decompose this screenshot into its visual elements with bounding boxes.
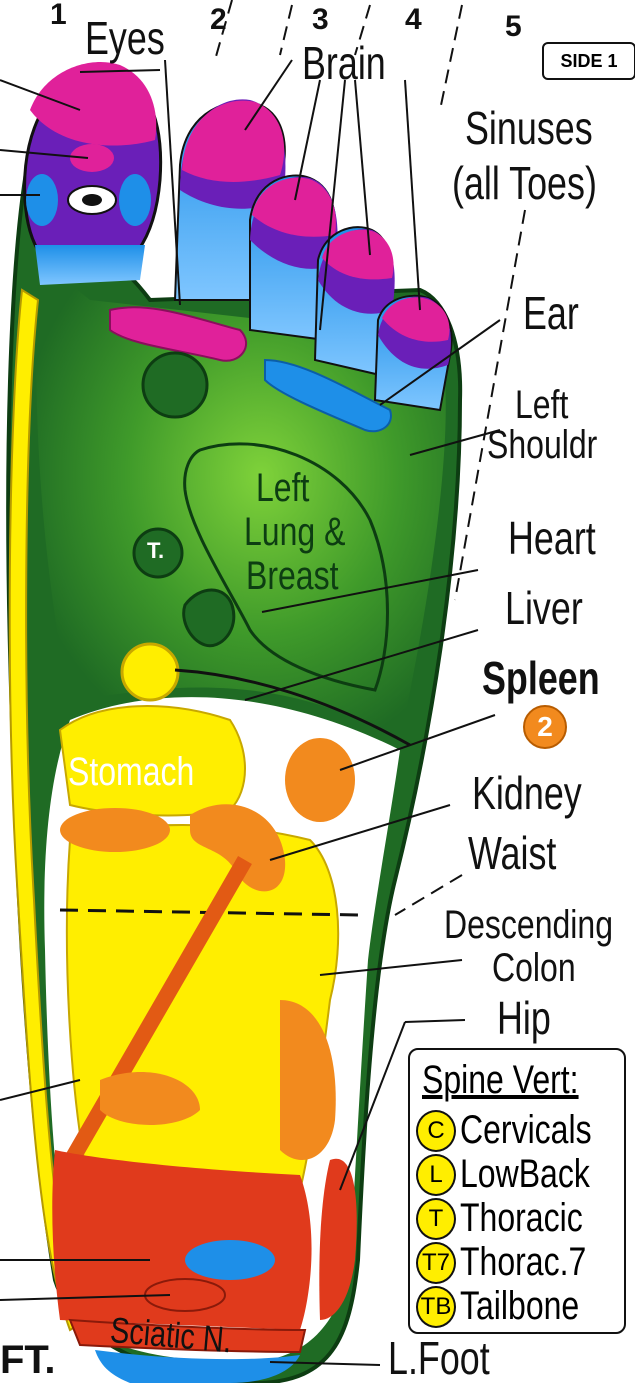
label-sinuses: Sinuses [465, 105, 593, 151]
toe-number-5: 5 [505, 12, 522, 42]
toe-number-4: 4 [405, 5, 422, 35]
label-lung-left: Left [256, 468, 309, 508]
kidney-zone-2 [60, 808, 170, 852]
legend-item-thorac7: T7 Thorac.7 [416, 1240, 618, 1285]
legend-symbol: TB [416, 1286, 456, 1328]
legend-title: Spine Vert: [422, 1058, 579, 1103]
legend-item-cervicals: C Cervicals [416, 1108, 624, 1153]
legend-item-tailbone: TB Tailbone [416, 1284, 609, 1329]
label-thymus: T. [147, 540, 164, 562]
label-brain: Brain [302, 40, 386, 86]
label-descending: Descending [444, 905, 613, 945]
label-kidney: Kidney [472, 770, 582, 816]
legend-label: Cervicals [460, 1108, 592, 1153]
legend-item-lowback: L LowBack [416, 1152, 622, 1197]
spine-legend: Spine Vert: C Cervicals L LowBack T Thor… [408, 1048, 626, 1334]
side-badge: SIDE 1 [542, 42, 635, 80]
label-ear: Ear [523, 290, 579, 336]
label-breast: Breast [246, 556, 338, 596]
legend-label: LowBack [460, 1152, 590, 1197]
diaphragm-spot [122, 644, 178, 700]
label-left-edge: FT. [0, 1340, 56, 1380]
spleen-number-badge: 2 [523, 705, 567, 749]
label-eyes: Eyes [85, 15, 165, 61]
legend-item-thoracic: T Thoracic [416, 1196, 613, 1241]
legend-symbol: C [416, 1110, 456, 1152]
label-lung: Lung & [244, 512, 345, 552]
spleen-zone [285, 738, 355, 822]
label-spleen: Spleen [482, 655, 600, 701]
label-sciatic: Sciatic N. [109, 1312, 233, 1358]
label-sinuses-all-toes: (all Toes) [452, 160, 597, 206]
label-shoulder: Shouldr [487, 425, 597, 465]
label-colon: Colon [492, 948, 576, 988]
label-waist: Waist [468, 830, 556, 876]
toe-5 [375, 296, 452, 410]
label-hip: Hip [497, 995, 551, 1041]
label-foot-name: L.Foot [388, 1335, 490, 1381]
legend-symbol: L [416, 1154, 456, 1196]
toe-number-3: 3 [312, 5, 329, 35]
legend-label: Tailbone [460, 1284, 579, 1329]
label-left: Left [515, 385, 568, 425]
toe-number-1: 1 [50, 0, 67, 30]
legend-symbol: T [416, 1198, 456, 1240]
label-stomach: Stomach [68, 752, 194, 792]
big-toe [25, 62, 161, 285]
label-heart: Heart [508, 515, 596, 561]
bladder-zone [185, 1240, 275, 1280]
legend-label: Thorac.7 [460, 1240, 586, 1285]
legend-label: Thoracic [460, 1196, 583, 1241]
label-liver: Liver [505, 585, 583, 631]
legend-symbol: T7 [416, 1242, 456, 1284]
solar-plexus-circle [143, 353, 207, 417]
toe-number-2: 2 [210, 5, 227, 35]
